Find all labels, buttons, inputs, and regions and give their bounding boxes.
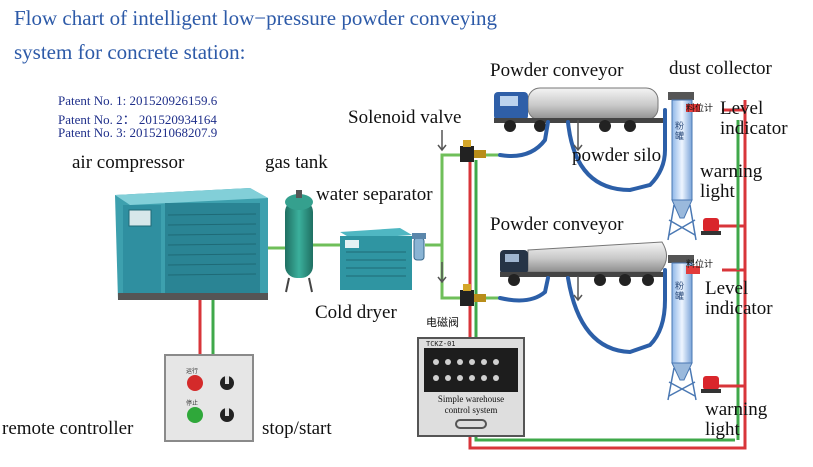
- control-box-tag: TCKZ-01: [426, 340, 456, 348]
- label-powder-conveyor-top: Powder conveyor: [490, 60, 624, 81]
- remote-button-label-top: 运行: [186, 368, 199, 375]
- label-cold-dryer: Cold dryer: [315, 302, 397, 323]
- label-air-compressor: air compressor: [72, 152, 185, 173]
- label-solenoid-valve-cn: 电磁阀: [426, 316, 459, 329]
- silo-label-bottom: 粉罐: [675, 282, 685, 302]
- patent-line-2: Patent No. 2： 201520934164: [58, 112, 217, 127]
- level-meter-label-top: 料位计: [686, 104, 714, 114]
- label-gas-tank: gas tank: [265, 152, 328, 173]
- label-water-separator: water separator: [316, 184, 433, 205]
- label-solenoid-valve: Solenoid valve: [348, 107, 462, 128]
- air-compressor: [115, 188, 268, 300]
- powder-silo-bottom: [667, 255, 700, 401]
- label-dust-collector: dust collector: [669, 58, 772, 79]
- patent-line-1: Patent No. 1: 201520926159.6: [58, 93, 218, 108]
- silo-label-top: 粉罐: [675, 122, 685, 142]
- cold-dryer: [340, 228, 412, 290]
- level-meter-label-bottom: 料位计: [686, 260, 714, 270]
- warning-light-bottom: [701, 376, 721, 393]
- solenoid-valve-top: [460, 140, 486, 162]
- powder-truck-top: [494, 87, 664, 132]
- label-level-indicator-bottom: Level indicator: [705, 278, 773, 319]
- remote-controller: [164, 354, 254, 442]
- powder-silo-top: [667, 92, 700, 241]
- water-separator: [412, 233, 426, 261]
- control-box-caption: Simple warehouse control system: [437, 394, 505, 415]
- solenoid-valve-bottom: [460, 284, 486, 306]
- warehouse-control-box: [417, 337, 525, 437]
- warning-light-top: [701, 218, 721, 235]
- remote-button-label-bottom: 停止: [186, 400, 199, 407]
- label-warning-light-top: warning light: [700, 161, 763, 202]
- patent-line-3: Patent No. 3: 201521068207.9: [58, 125, 218, 140]
- label-powder-conveyor-bottom: Powder conveyor: [490, 214, 624, 235]
- diagram-title-line1: Flow chart of intelligent low−pressure p…: [14, 6, 498, 30]
- label-remote-controller: remote controller: [2, 418, 134, 439]
- label-stop-start: stop/start: [262, 418, 332, 439]
- label-warning-light-bottom: warning light: [705, 399, 768, 440]
- label-level-indicator-top: Level indicator: [720, 98, 788, 139]
- diagram-title-line2: system for concrete station:: [14, 40, 246, 64]
- gas-tank: [285, 190, 313, 293]
- flow-arrows: [437, 120, 583, 302]
- powder-truck-bottom: [500, 241, 667, 286]
- signal-wiring: [198, 100, 747, 450]
- label-powder-silo: powder silo: [572, 145, 662, 166]
- conveying-hoses: [498, 108, 667, 355]
